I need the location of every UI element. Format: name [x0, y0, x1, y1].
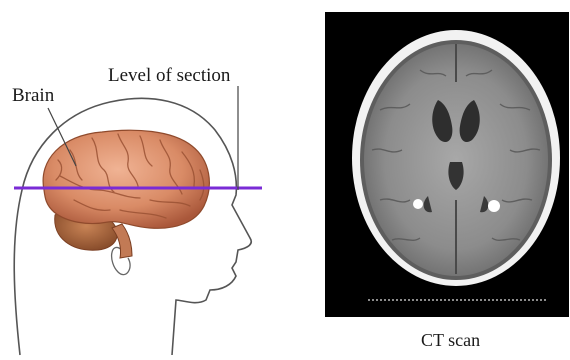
- brain-label: Brain: [12, 86, 54, 105]
- calcification-right: [488, 200, 500, 212]
- level-of-section-label: Level of section: [108, 66, 230, 85]
- cerebrum: [43, 130, 209, 228]
- ct-scan-image: [325, 12, 569, 317]
- ct-scan-caption: CT scan: [421, 331, 480, 349]
- calcification-left: [413, 199, 423, 209]
